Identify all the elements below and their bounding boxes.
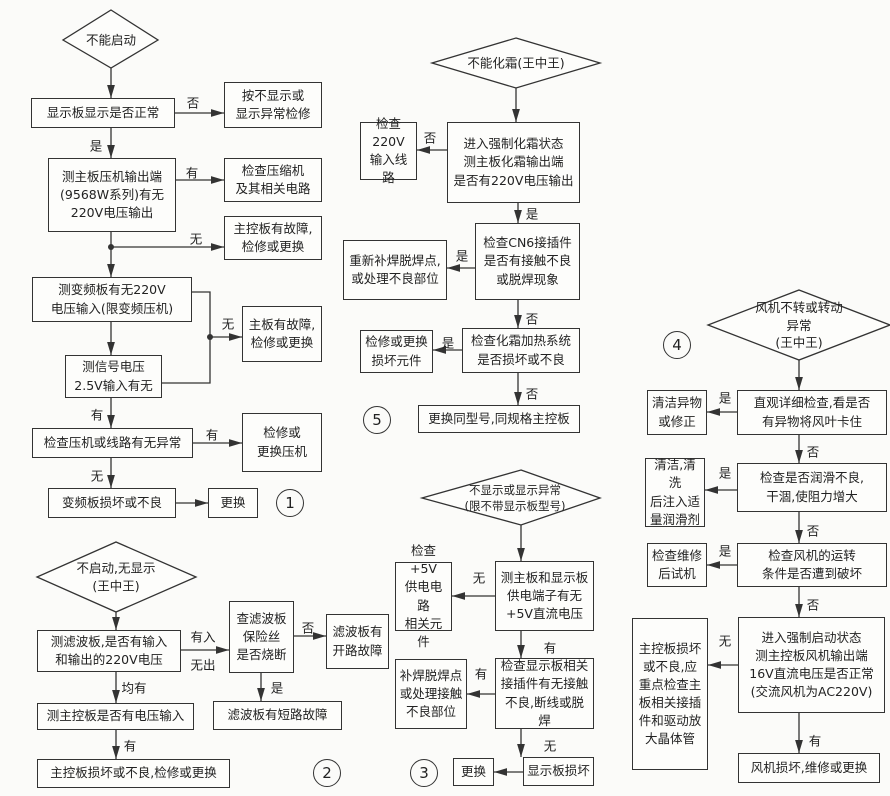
edge-label: 是 — [718, 543, 732, 559]
edge-label: 无 — [90, 468, 104, 484]
main-fault-box: 主控板有故障, 检修或更换 — [224, 216, 322, 260]
check-compressor-box: 检查压缩机 及其相关电路 — [224, 158, 322, 202]
main-input-box: 测主控板是否有电压输入 — [37, 703, 194, 730]
edge-label: 有 — [808, 733, 822, 749]
signal-box: 测信号电压 2.5V输入有无 — [65, 355, 162, 398]
edge-label: 有入 — [190, 629, 216, 645]
edge-label: 是 — [718, 390, 732, 406]
chart-number: 4 — [663, 331, 691, 359]
edge-label: 无 — [718, 633, 732, 649]
check-220v-box: 检查220V 输入线路 — [360, 116, 417, 185]
fuse-box: 查滤波板 保险丝 是否烧断 — [229, 601, 294, 673]
condition-box: 检查风机的运转 条件是否遭到破坏 — [737, 543, 887, 587]
edge-label: 有 — [123, 738, 137, 754]
edge-label: 是 — [525, 206, 539, 222]
edge-label: 是 — [270, 680, 284, 696]
replace-main-box: 更换同型号,同规格主控板 — [418, 405, 580, 433]
edge-label: 有 — [90, 407, 104, 423]
repair-box: 检修或更换 损坏元件 — [360, 330, 433, 373]
replace-box: 更换 — [453, 758, 494, 786]
compressor-output-box: 测主板压机输出端 (9568W系列)有无 220V电压输出 — [48, 158, 176, 232]
edge-label: 是 — [455, 248, 469, 264]
force-start-box: 进入强制启动状态 测主控板风机输出端 16V直流电压是否正常 (交流风机为AC2… — [738, 617, 885, 713]
start-node: 不启动,无显示 (王中王) — [76, 560, 156, 594]
mainboard-fault-box: 主板有故障, 检修或更换 — [242, 306, 322, 362]
display-check-box: 显示板显示是否正常 — [31, 98, 175, 128]
display-bad-box: 显示板损坏 — [523, 757, 594, 786]
short-fault-box: 滤波板有短路故障 — [213, 701, 342, 730]
edge-label: 是 — [718, 465, 732, 481]
edge-label: 否 — [301, 620, 315, 636]
lube-check-box: 检查是否润滑不良, 干涸,使阻力增大 — [737, 463, 887, 512]
heater-box: 检查化霜加热系统 是否损坏或不良 — [462, 328, 580, 373]
edge-label: 有 — [205, 427, 219, 443]
edge-label: 无出 — [190, 657, 216, 673]
inverter-input-box: 测变频板有无220V 电压输入(限变频压机) — [32, 277, 192, 322]
edge-label: 否 — [525, 386, 539, 402]
main-bad-box: 主控板损坏或不良,检修或更换 — [37, 759, 230, 788]
edge-label: 无 — [472, 570, 486, 586]
start-node: 不显示或显示异常 (限不带显示板型号) — [464, 482, 566, 513]
connector-box: 检查显示板相关 接插件有无接触 不良,断线或脱焊 — [495, 658, 594, 729]
edge-label: 否 — [186, 95, 200, 111]
start-node: 不能化霜(王中王) — [467, 55, 565, 71]
replace-box: 更换 — [208, 488, 258, 518]
repair-test-box: 检查维修 后试机 — [647, 543, 707, 587]
check-5v-box: 检查+5V 供电电路 相关元件 — [395, 543, 452, 649]
edge-label: 是 — [441, 335, 455, 351]
edge-label: 无 — [221, 316, 235, 332]
edge-label: 均有 — [121, 680, 147, 696]
edge-label: 否 — [525, 311, 539, 327]
edge-label: 有 — [543, 640, 557, 656]
visual-check-box: 直观详细检查,看是否 有异物将风叶卡住 — [737, 390, 887, 435]
edge-label: 有 — [474, 666, 488, 682]
edge-label: 有 — [185, 165, 199, 181]
fan-bad-box: 风机损坏,维修或更换 — [738, 753, 880, 783]
edge-label: 否 — [806, 523, 820, 539]
check-line-box: 检查压机或线路有无异常 — [32, 428, 193, 458]
inverter-bad-box: 变频板损坏或不良 — [48, 488, 176, 518]
chart-number: 5 — [363, 406, 391, 434]
chart-number: 2 — [313, 759, 341, 787]
edge-label: 否 — [806, 597, 820, 613]
chart-number: 1 — [276, 489, 304, 517]
start-node: 风机不转或转动异常 (王中王) — [755, 299, 843, 350]
clean-lube-box: 清洁,清洗 后注入适 量润滑剂 — [645, 457, 705, 527]
edge-label: 否 — [423, 130, 437, 146]
resolder-box: 重新补焊脱焊点, 或处理不良部位 — [343, 240, 447, 300]
clean-box: 清洁异物 或修正 — [647, 390, 707, 435]
chart-number: 3 — [410, 759, 438, 787]
edge-label: 否 — [806, 444, 820, 460]
cn6-box: 检查CN6接插件 是否有接触不良 或脱焊现象 — [475, 223, 580, 300]
repair-compressor-box: 检修或 更换压机 — [242, 413, 322, 472]
filter-test-box: 测滤波板,是否有输入 和输出的220V电压 — [37, 630, 181, 672]
edge-label: 无 — [543, 738, 557, 754]
edge-label: 无 — [189, 231, 203, 247]
edge-label: 是 — [89, 138, 103, 154]
open-fault-box: 滤波板有 开路故障 — [326, 614, 389, 669]
resolder-box: 补焊脱焊点 或处理接触 不良部位 — [395, 659, 467, 729]
start-node: 不能启动 — [85, 32, 137, 48]
force-defrost-box: 进入强制化霜状态 测主板化霜输出端 是否有220V电压输出 — [447, 122, 580, 203]
main-bad-box: 主控板损坏 或不良,应 重点检查主 板相关接插 件和驱动放 大晶体管 — [632, 618, 708, 770]
supply-box: 测主板和显示板 供电端子有无 +5V直流电压 — [495, 561, 594, 631]
no-display-box: 按不显示或 显示异常检修 — [224, 82, 322, 128]
